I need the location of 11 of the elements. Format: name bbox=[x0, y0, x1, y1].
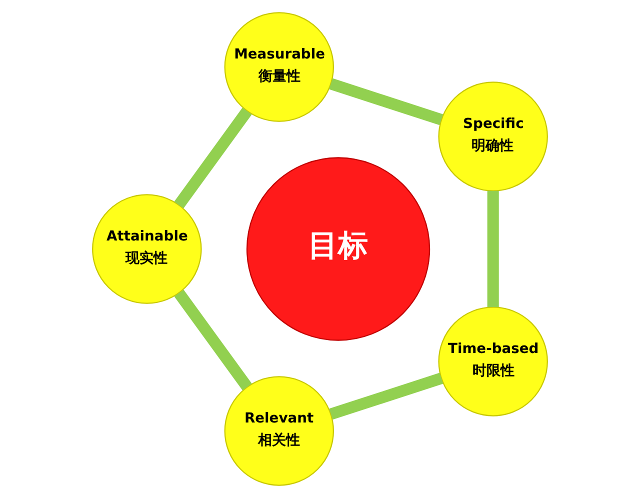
node-circle: Relevant 相关性 bbox=[224, 376, 334, 486]
node-circle: Specific 明确性 bbox=[438, 82, 548, 192]
node-circle: 目标 bbox=[246, 157, 430, 341]
connector bbox=[487, 190, 499, 308]
node-circle: Measurable 衡量性 bbox=[224, 12, 334, 122]
connector bbox=[174, 108, 252, 208]
connector bbox=[329, 78, 444, 126]
connector bbox=[174, 290, 252, 390]
connector bbox=[329, 372, 444, 420]
node-circle: Time-based 时限性 bbox=[438, 306, 548, 416]
node-circle: Attainable 现实性 bbox=[92, 194, 202, 304]
